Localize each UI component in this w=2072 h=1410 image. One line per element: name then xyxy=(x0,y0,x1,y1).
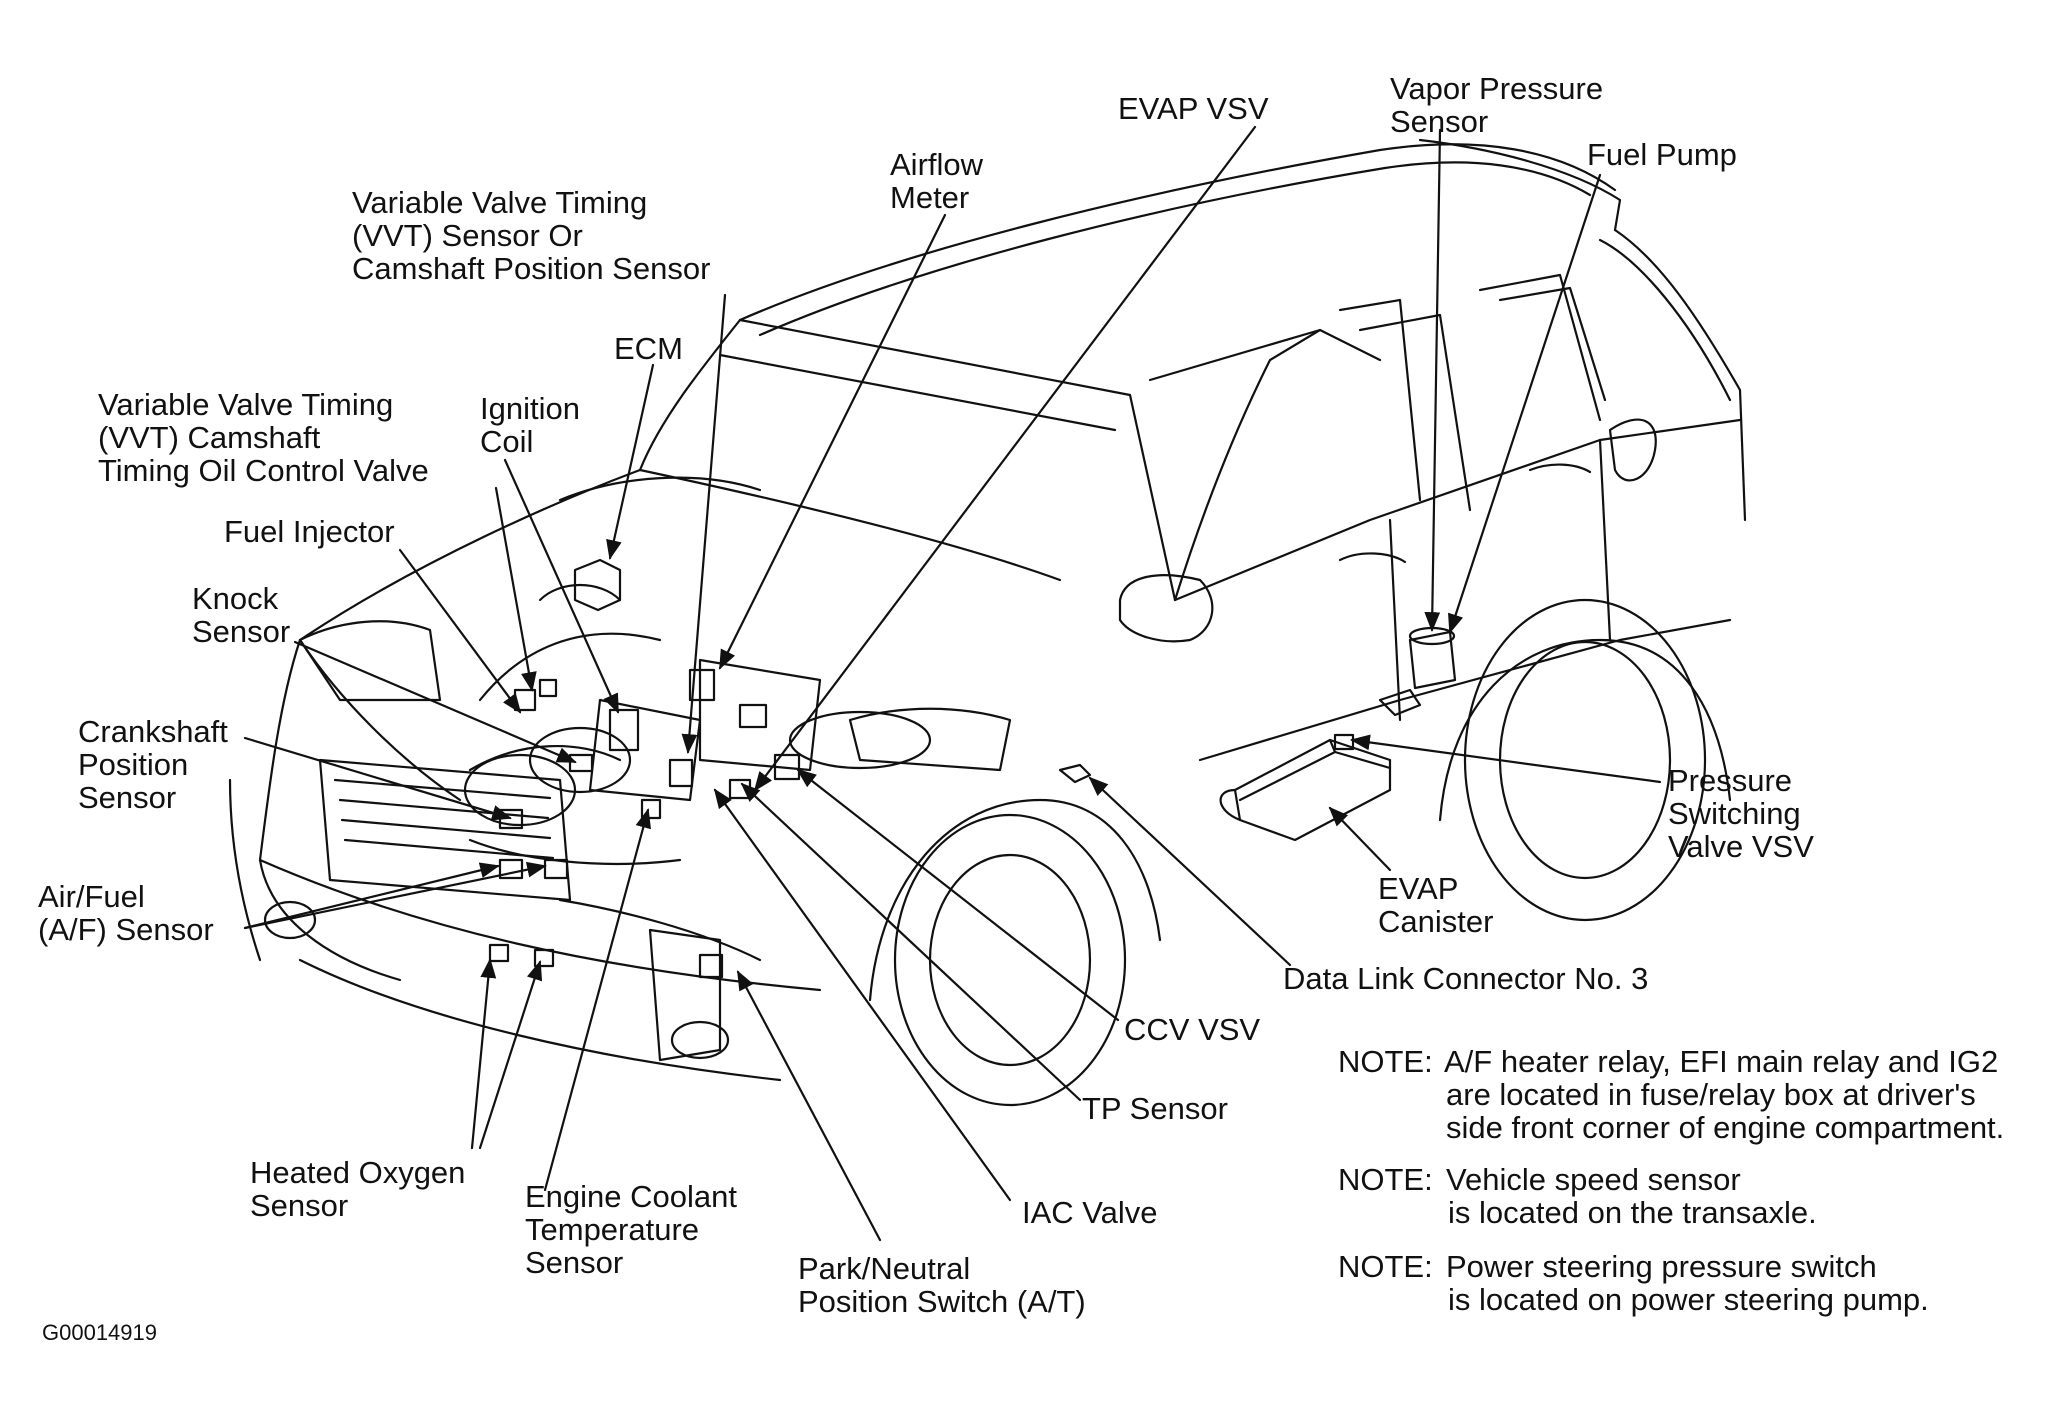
leader-fuel-pump xyxy=(1448,173,1602,634)
label-data-link-connector: Data Link Connector No. 3 xyxy=(1283,961,1649,996)
label-ect-sensor: Engine Coolant Temperature Sensor xyxy=(525,1179,737,1280)
label-park-neutral-switch: Park/Neutral Position Switch (A/T) xyxy=(798,1251,1086,1319)
label-ccv-vsv: CCV VSV xyxy=(1124,1012,1261,1047)
note-line: is located on the transaxle. xyxy=(1448,1195,1817,1230)
leader-ignition-coil xyxy=(503,458,620,714)
label-evap-canister: EVAP Canister xyxy=(1378,871,1494,939)
note-speed-sensor: NOTE: Vehicle speed sensor is located on … xyxy=(1338,1163,1817,1229)
label-ignition-coil: Ignition Coil xyxy=(480,391,580,459)
leader-af-sensor-1 xyxy=(243,862,500,930)
note-head: NOTE: xyxy=(1338,1162,1433,1197)
leader-vvt-sensor xyxy=(681,293,727,754)
note-power-steering-switch: NOTE: Power steering pressure switch is l… xyxy=(1338,1250,1929,1316)
label-vvt-sensor: Variable Valve Timing (VVT) Sensor Or Ca… xyxy=(352,185,711,286)
leader-evap-vsv xyxy=(753,125,1257,792)
label-heated-oxygen-sensor: Heated Oxygen Sensor xyxy=(250,1155,466,1223)
label-ecm: ECM xyxy=(614,331,683,366)
label-vapor-pressure-sensor: Vapor Pressure Sensor xyxy=(1390,71,1604,139)
vehicle-body xyxy=(228,138,1747,1107)
label-pressure-switching-valve: Pressure Switching Valve VSV xyxy=(1668,763,1814,864)
label-crankshaft-sensor: Crankshaft Position Sensor xyxy=(78,714,228,815)
note-line: are located in fuse/relay box at driver'… xyxy=(1446,1077,1976,1112)
label-tp-sensor: TP Sensor xyxy=(1082,1091,1228,1126)
leader-ccv-vsv xyxy=(796,768,1120,1022)
label-af-sensor: Air/Fuel (A/F) Sensor xyxy=(38,879,214,947)
figure-id: G00014919 xyxy=(42,1320,157,1345)
label-evap-vsv: EVAP VSV xyxy=(1118,91,1269,126)
label-fuel-pump: Fuel Pump xyxy=(1587,137,1737,172)
leader-ecm xyxy=(606,363,655,560)
leader-fuel-injector xyxy=(398,548,522,714)
leader-knock-sensor xyxy=(293,640,577,764)
leader-data-link-connector xyxy=(1088,776,1292,967)
leader-vvt-valve xyxy=(494,486,537,692)
note-head: NOTE: xyxy=(1338,1044,1433,1079)
note-line: is located on power steering pump. xyxy=(1448,1282,1929,1317)
note-line: A/F heater relay, EFI main relay and IG2 xyxy=(1444,1044,1999,1079)
label-vvt-valve: Variable Valve Timing (VVT) Camshaft Tim… xyxy=(98,387,429,488)
label-fuel-injector: Fuel Injector xyxy=(224,514,395,549)
leader-ect-sensor xyxy=(543,808,651,1192)
note-line: Power steering pressure switch xyxy=(1446,1249,1877,1284)
note-head: NOTE: xyxy=(1338,1249,1433,1284)
note-relay-location: NOTE: A/F heater relay, EFI main relay an… xyxy=(1338,1045,2004,1144)
label-iac-valve: IAC Valve xyxy=(1022,1195,1158,1230)
leader-evap-canister xyxy=(1328,806,1392,872)
leader-iac-valve xyxy=(713,788,1012,1202)
leader-af-sensor-2 xyxy=(243,861,547,930)
leader-ho2s-1 xyxy=(470,958,497,1150)
leader-airflow-meter xyxy=(718,213,947,670)
label-knock-sensor: Knock Sensor xyxy=(192,581,291,649)
leader-tp-sensor xyxy=(740,782,1082,1102)
leader-ho2s-2 xyxy=(478,960,543,1150)
label-airflow-meter: Airflow Meter xyxy=(890,147,984,215)
leader-park-neutral-switch xyxy=(736,970,882,1242)
leader-crankshaft-sensor xyxy=(243,736,512,821)
leader-pressure-switching-valve xyxy=(1350,734,1662,784)
leader-vapor-pressure-sensor xyxy=(1424,128,1442,632)
note-line: Vehicle speed sensor xyxy=(1446,1162,1741,1197)
leader-lines xyxy=(243,125,1662,1242)
note-line: side front corner of engine compartment. xyxy=(1446,1110,2005,1145)
